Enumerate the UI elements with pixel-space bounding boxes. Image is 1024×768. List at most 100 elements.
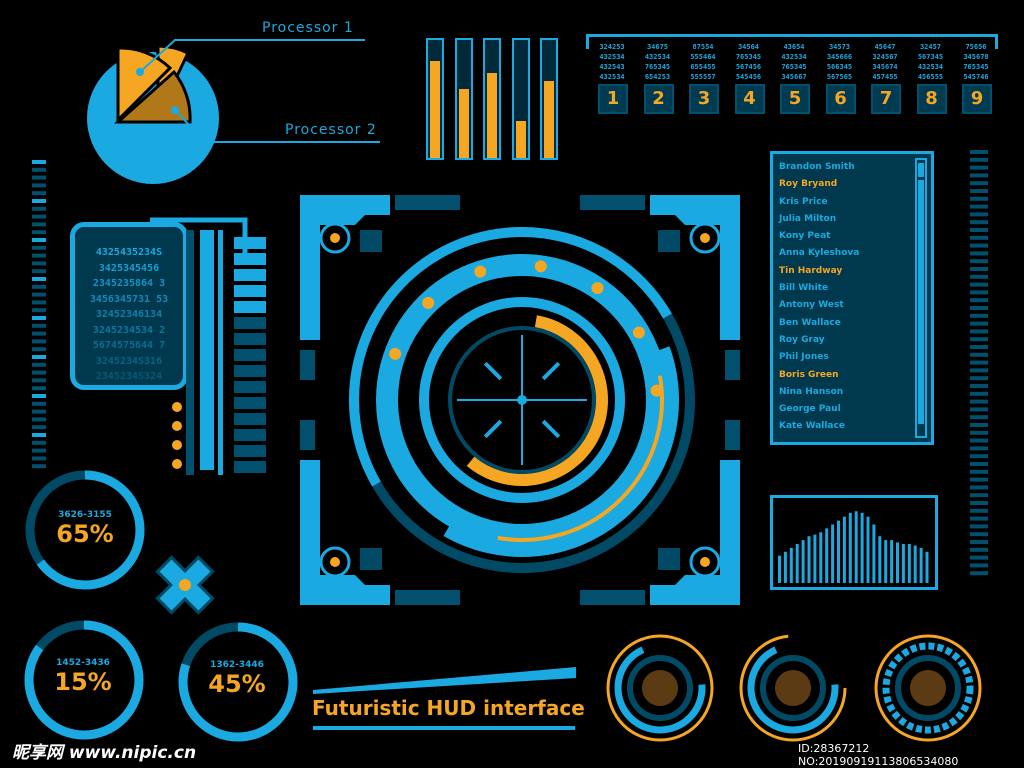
tick xyxy=(32,339,46,344)
crosshair-center xyxy=(517,395,527,405)
bar-meter xyxy=(454,38,473,160)
name-list-item[interactable]: Bill White xyxy=(779,283,829,294)
bar-meter xyxy=(483,38,501,160)
column-code: 345666 xyxy=(826,53,853,61)
ring-core xyxy=(773,668,813,708)
tick xyxy=(970,181,988,186)
number-box-5[interactable]: 5 xyxy=(780,84,810,114)
number-box-8[interactable]: 8 xyxy=(916,84,947,114)
tick xyxy=(970,337,988,342)
tick xyxy=(32,448,46,453)
code-line: 5674575644 7 xyxy=(92,340,166,351)
corner-bracket xyxy=(300,420,460,605)
tick xyxy=(32,167,46,172)
ring-inner xyxy=(760,655,826,721)
indicator-dot xyxy=(172,459,182,469)
name-list-item[interactable]: George Paul xyxy=(779,404,841,415)
name-list-item[interactable]: Kate Wallace xyxy=(779,421,845,432)
name-list-item[interactable]: Roy Gray xyxy=(779,334,825,345)
column-code: 432543 xyxy=(599,63,625,71)
tick xyxy=(970,508,988,513)
tick xyxy=(970,571,988,576)
name-list-item[interactable]: Antony West xyxy=(779,300,844,311)
indicator-dot xyxy=(172,402,182,412)
tick xyxy=(32,417,46,422)
number-box-9[interactable]: 9 xyxy=(962,84,992,114)
name-list-item[interactable]: Boris Green xyxy=(779,369,839,380)
tick xyxy=(970,220,988,225)
name-list-item[interactable]: Ben Wallace xyxy=(779,317,841,328)
tick xyxy=(970,540,988,544)
bar-fill xyxy=(515,121,526,158)
column-code: 32457 xyxy=(919,43,942,51)
column-code: 324567 xyxy=(872,53,898,61)
column-code: 432534 xyxy=(599,73,625,81)
name-list-item[interactable]: Tin Hardway xyxy=(779,265,843,276)
tick xyxy=(970,399,988,404)
wave-bar xyxy=(907,544,911,583)
bracket-shape xyxy=(300,460,390,605)
column-code: 765345 xyxy=(781,63,807,71)
bolt-core xyxy=(700,557,710,567)
tick xyxy=(970,150,988,154)
name-list-item[interactable]: Julia Milton xyxy=(779,213,837,224)
column-code: 567456 xyxy=(735,63,762,71)
gauge-percent: 65% xyxy=(56,520,114,548)
processor-pie-chart xyxy=(87,39,380,184)
name-list-item[interactable]: Nina Hanson xyxy=(779,386,844,397)
tick xyxy=(970,267,988,271)
code-line: 2345235864 3 xyxy=(92,278,166,289)
indicator-dot xyxy=(172,421,182,431)
number-box-6[interactable]: 6 xyxy=(825,84,856,114)
column-code: 432534 xyxy=(917,63,944,71)
pie-slice-processor-1b xyxy=(116,46,173,124)
column-code: 765345 xyxy=(735,53,762,61)
wave-bar xyxy=(925,551,929,583)
number-box-1[interactable]: 1 xyxy=(598,84,628,114)
crosshair-tick xyxy=(483,419,503,439)
hud-title: Futuristic HUD interface xyxy=(312,696,585,720)
name-list-item[interactable]: Phil Jones xyxy=(779,352,829,363)
tick xyxy=(970,532,988,537)
tick xyxy=(32,378,46,383)
tick xyxy=(970,313,988,318)
tick xyxy=(970,352,988,357)
name-list-item[interactable]: Roy Bryand xyxy=(779,179,838,190)
tick xyxy=(970,274,988,279)
bracket-block xyxy=(360,230,382,252)
name-list-item[interactable]: Anna Kyleshova xyxy=(779,248,860,259)
number-box-7[interactable]: 7 xyxy=(871,84,901,114)
bracket-block xyxy=(658,548,680,570)
number-box-3[interactable]: 3 xyxy=(689,84,719,114)
bolt-core xyxy=(700,233,710,243)
tick xyxy=(970,368,988,373)
bar-meter xyxy=(511,38,530,160)
wave-bar xyxy=(866,516,870,583)
number-box-2[interactable]: 2 xyxy=(643,84,674,114)
ring-inner xyxy=(627,655,693,721)
name-list-item[interactable]: Kris Price xyxy=(779,196,828,207)
processor-1-label: Processor 1 xyxy=(262,20,354,36)
tick xyxy=(970,360,988,365)
number-box-4[interactable]: 4 xyxy=(734,84,765,114)
tick xyxy=(32,222,46,227)
watermark-id: ID:28367212 NO:20190919113806534080 xyxy=(798,742,959,768)
column-code: 566345 xyxy=(826,63,853,71)
tick xyxy=(32,183,46,188)
column-code: 432534 xyxy=(781,53,807,61)
tick xyxy=(32,245,46,250)
tick xyxy=(32,456,46,461)
bracket-shape xyxy=(300,350,315,380)
names-scrollbar[interactable] xyxy=(915,158,927,438)
tick xyxy=(970,469,988,474)
name-list-item[interactable]: Brandon Smith xyxy=(779,162,855,172)
ring-dot xyxy=(591,282,604,295)
processor-2-label: Processor 2 xyxy=(285,122,377,138)
name-list-item[interactable]: Kony Peat xyxy=(779,231,831,242)
ring-dot xyxy=(534,260,547,273)
ring-outer xyxy=(606,634,714,742)
